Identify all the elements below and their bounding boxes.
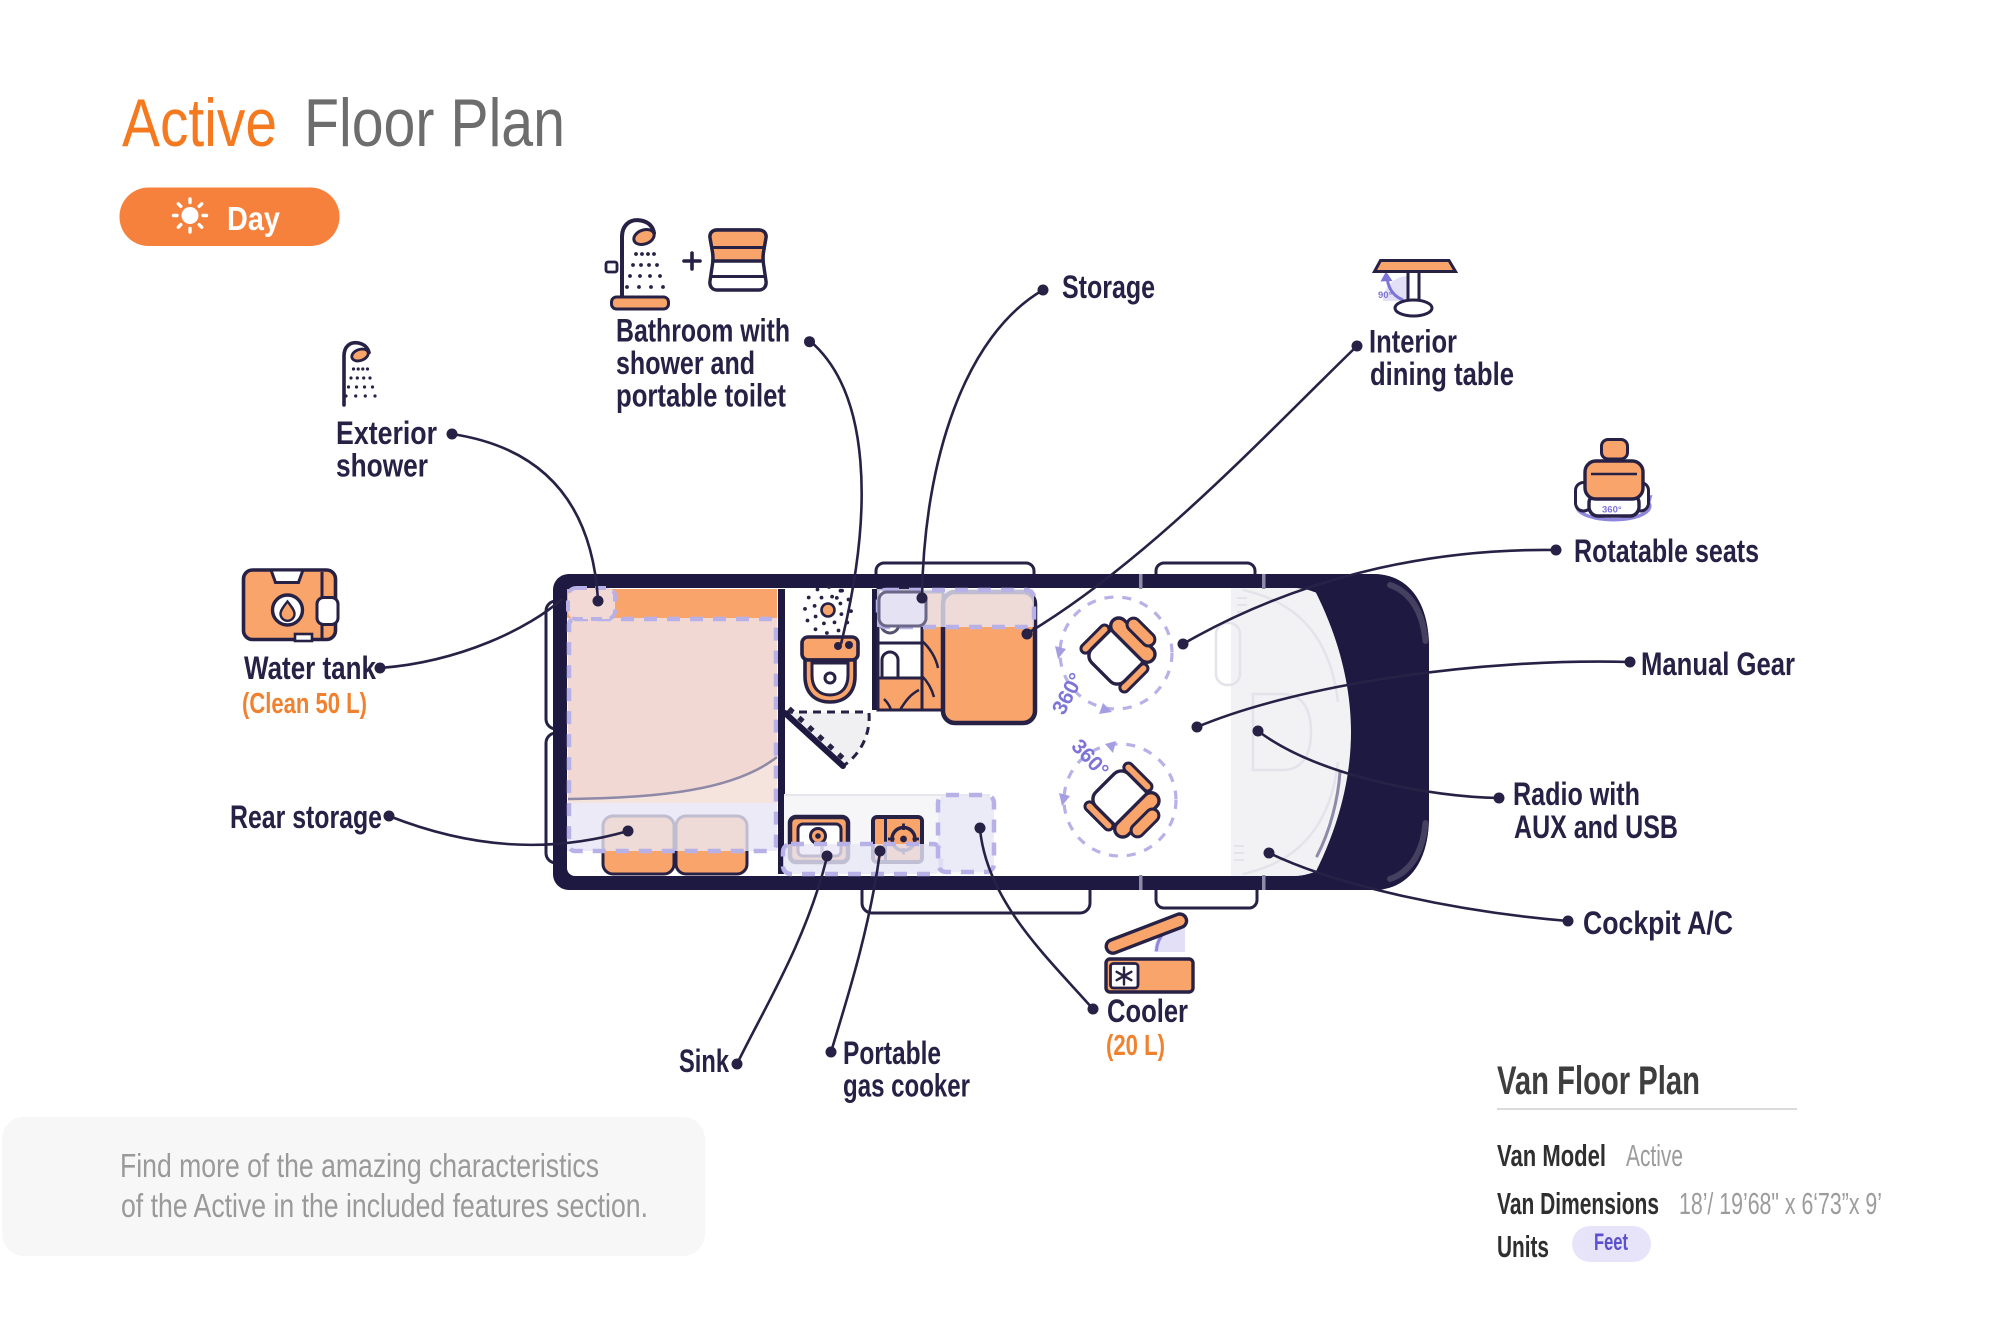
svg-text:Van Dimensions: Van Dimensions — [1497, 1186, 1659, 1221]
svg-text:Water tank: Water tank — [244, 650, 376, 686]
svg-text:shower and: shower and — [616, 345, 755, 381]
svg-text:portable toilet: portable toilet — [616, 378, 786, 414]
svg-text:Sink: Sink — [679, 1043, 729, 1079]
svg-text:dining table: dining table — [1370, 356, 1514, 392]
svg-text:Rear storage: Rear storage — [230, 799, 382, 835]
svg-text:AUX and USB: AUX and USB — [1514, 809, 1678, 845]
svg-text:Active: Active — [122, 85, 277, 161]
svg-text:Interior: Interior — [1369, 324, 1457, 360]
svg-text:Day: Day — [227, 200, 281, 237]
svg-text:Active: Active — [1626, 1138, 1683, 1173]
svg-text:Rotatable seats: Rotatable seats — [1574, 533, 1759, 569]
svg-text:Van Model: Van Model — [1497, 1138, 1606, 1173]
svg-text:of the Active in the included: of the Active in the included features s… — [121, 1187, 648, 1224]
svg-text:Portable: Portable — [843, 1035, 941, 1071]
svg-text:Find more of the amazing chara: Find more of the amazing characteristics — [120, 1147, 599, 1184]
svg-text:Units: Units — [1497, 1229, 1549, 1264]
svg-text:Exterior: Exterior — [336, 415, 437, 451]
svg-text:Cockpit A/C: Cockpit A/C — [1583, 905, 1733, 941]
svg-text:18’/ 19’68" x 6‘73”x 9’: 18’/ 19’68" x 6‘73”x 9’ — [1679, 1186, 1882, 1221]
svg-text:Bathroom with: Bathroom with — [616, 313, 790, 349]
svg-text:(20 L): (20 L) — [1106, 1030, 1165, 1062]
svg-text:(Clean 50 L): (Clean 50 L) — [242, 688, 367, 720]
svg-text:Radio with: Radio with — [1513, 776, 1640, 812]
svg-text:360°: 360° — [1602, 505, 1622, 516]
svg-text:Manual Gear: Manual Gear — [1641, 646, 1795, 682]
svg-text:gas cooker: gas cooker — [843, 1068, 970, 1104]
svg-text:Cooler: Cooler — [1107, 993, 1188, 1029]
svg-text:Feet: Feet — [1594, 1229, 1628, 1256]
svg-text:Storage: Storage — [1062, 269, 1155, 305]
svg-text:Floor Plan: Floor Plan — [304, 85, 565, 161]
svg-text:shower: shower — [336, 448, 428, 484]
svg-text:Van Floor Plan: Van Floor Plan — [1497, 1059, 1700, 1103]
svg-text:90°: 90° — [1378, 290, 1393, 301]
